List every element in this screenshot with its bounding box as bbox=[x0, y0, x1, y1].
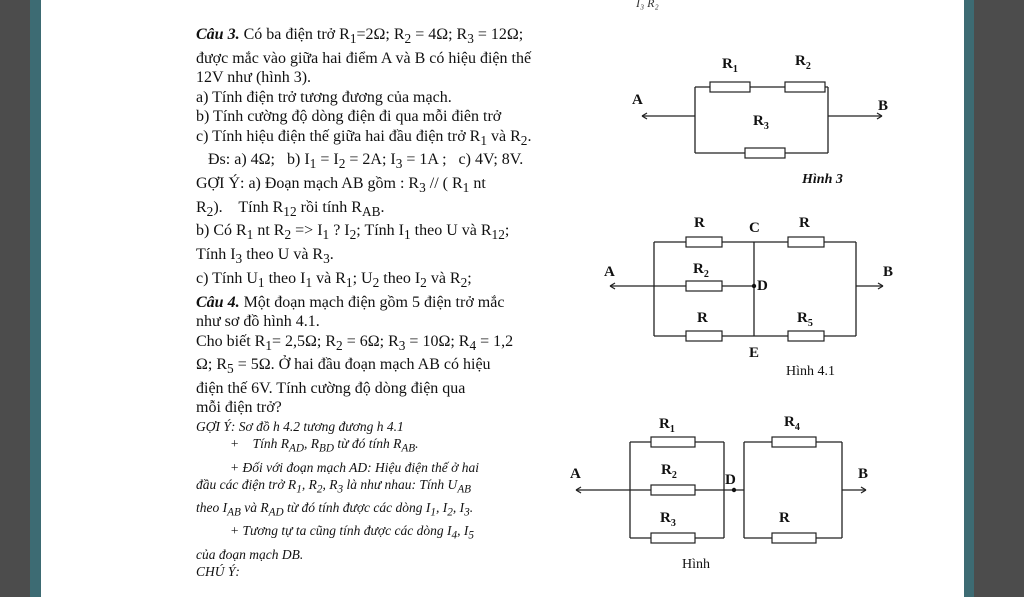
fig41-node-d: D bbox=[757, 278, 768, 294]
fig41-junction-d bbox=[751, 283, 757, 289]
figure-hinh-4-2: R1 R4 A R2 D B R3 R Hình bbox=[566, 410, 886, 580]
hint-line: theo IAB và RAD từ đó tính được các dòng… bbox=[196, 500, 474, 519]
hint-lines: GỢI Ý: Sơ đồ h 4.2 tương đương h 4.1 + Tí… bbox=[196, 418, 626, 581]
fig3-resistor-r3 bbox=[744, 147, 786, 159]
fig41-resistor-top-right bbox=[787, 236, 825, 248]
text-line: Tính I3 theo U và R3. bbox=[196, 246, 334, 267]
fig3-caption: Hình 3 bbox=[801, 172, 843, 187]
fig41-node-c: C bbox=[749, 220, 760, 236]
hint-line: đầu các điện trở R1, R2, R3 là như nhau:… bbox=[196, 477, 472, 496]
text-line: được mắc vào giữa hai điểm A và B có hiệ… bbox=[196, 49, 532, 67]
fig41-node-e: E bbox=[749, 345, 759, 361]
fig41-resistor-r2 bbox=[685, 280, 723, 292]
fig42-label-r4: R4 bbox=[784, 414, 800, 433]
text-line: c) Tính hiệu điện thế giữa hai đầu điện … bbox=[196, 127, 532, 148]
text-line: Câu 3. Có ba điện trở R1=2Ω; R2 = 4Ω; R3… bbox=[196, 26, 524, 47]
figure-hinh-4-1: R C R A R2 D B R R5 E Hình 4.1 bbox=[598, 208, 903, 383]
fig41-wires bbox=[610, 241, 883, 337]
hint-line: GỢI Ý: Sơ đồ h 4.2 tương đương h 4.1 bbox=[196, 418, 404, 434]
text-line: như sơ đồ hình 4.1. bbox=[196, 313, 320, 330]
document-text: Câu 3. Có ba điện trở R1=2Ω; R2 = 4Ω; R3… bbox=[196, 25, 626, 581]
hint-line: CHÚ Ý: bbox=[196, 564, 240, 580]
text-line: a) Tính điện trở tương đương của mạch. bbox=[196, 88, 452, 106]
right-sidebar-accent bbox=[964, 0, 974, 597]
text-line: mỗi điện trở? bbox=[196, 399, 282, 417]
text-line: Đs: a) 4Ω; b) I1 = I2 = 2A; I3 = 1A ; c)… bbox=[196, 151, 524, 172]
top-cropped-label: I₃ R₂ bbox=[636, 0, 659, 10]
fig41-resistor-bottom-left bbox=[685, 330, 723, 342]
fig42-caption: Hình bbox=[682, 557, 710, 572]
fig42-node-a: A bbox=[570, 466, 581, 482]
text-line: GỢI Ý: a) Đoạn mạch AB gồm : R3 // ( R1 … bbox=[196, 175, 486, 196]
fig41-label-r-top-left: R bbox=[694, 215, 705, 231]
hint-line: của đoạn mạch DB. bbox=[196, 546, 304, 562]
figure-hinh-3: R1 R2 A B R3 Hình 3 bbox=[628, 46, 898, 191]
left-sidebar-accent bbox=[30, 0, 41, 597]
fig42-label-r3: R3 bbox=[660, 510, 676, 529]
fig3-label-r3: R3 bbox=[753, 113, 769, 132]
fig3-label-r1: R1 bbox=[722, 56, 738, 75]
fig42-wires bbox=[576, 441, 866, 539]
fig41-label-r-top-right: R bbox=[799, 215, 810, 231]
fig41-resistor-r5 bbox=[787, 330, 825, 342]
text-line: Câu 4. Một đoạn mạch điện gồm 5 điện trở… bbox=[196, 293, 505, 311]
text-line: c) Tính U1 theo I1 và R1; U2 theo I2 và … bbox=[196, 269, 472, 290]
fig42-label-r: R bbox=[779, 510, 790, 526]
fig42-resistor-r bbox=[771, 532, 817, 544]
left-sidebar bbox=[0, 0, 41, 597]
fig3-node-b: B bbox=[878, 98, 888, 114]
hint-line: + Đối với đoạn mạch AD: Hiệu điện thế ở … bbox=[230, 459, 479, 475]
hint-line: + Tương tự ta cũng tính được các dòng I4… bbox=[230, 523, 474, 543]
text-line: b) Tính cường độ dòng điện đi qua mỗi đi… bbox=[196, 108, 502, 126]
fig42-label-r2: R2 bbox=[661, 462, 677, 481]
text-line: 12V như (hình 3). bbox=[196, 69, 312, 87]
text-line: điện thế 6V. Tính cường độ dòng điện qua bbox=[196, 379, 466, 397]
fig3-resistor-r1 bbox=[709, 81, 751, 93]
fig41-label-r2: R2 bbox=[693, 261, 709, 280]
fig41-node-a: A bbox=[604, 264, 615, 280]
fig3-terminals bbox=[641, 112, 883, 120]
right-sidebar bbox=[964, 0, 1024, 597]
fig42-terminals bbox=[575, 486, 867, 494]
fig41-caption: Hình 4.1 bbox=[786, 364, 835, 379]
fig42-junction-d bbox=[731, 487, 737, 493]
hint-line: + Tính RAD, RBD từ đó tính RAB. bbox=[230, 436, 419, 456]
fig41-label-r5: R5 bbox=[797, 310, 813, 329]
text-line: Ω; R5 = 5Ω. Ở hai đầu đoạn mạch AB có hi… bbox=[196, 356, 491, 377]
fig3-resistor-r2 bbox=[784, 81, 826, 93]
text-line: b) Có R1 nt R2 => I1 ? I2; Tính I1 theo … bbox=[196, 222, 510, 243]
fig41-resistor-top-left bbox=[685, 236, 723, 248]
problem-lines: Câu 3. Có ba điện trở R1=2Ω; R2 = 4Ω; R3… bbox=[196, 25, 626, 418]
fig41-label-r-bottom-left: R bbox=[697, 310, 708, 326]
fig42-resistor-r2 bbox=[650, 484, 696, 496]
fig3-node-a: A bbox=[632, 92, 643, 108]
fig42-resistor-r1 bbox=[650, 436, 696, 448]
fig42-resistor-r4 bbox=[771, 436, 817, 448]
fig42-resistor-r3 bbox=[650, 532, 696, 544]
text-line: R2). Tính R12 rồi tính RAB. bbox=[196, 198, 385, 219]
fig3-wires bbox=[642, 86, 882, 154]
fig41-node-b: B bbox=[883, 264, 893, 280]
fig42-node-d: D bbox=[725, 472, 736, 488]
fig42-label-r1: R1 bbox=[659, 416, 675, 435]
text-line: Cho biết R1= 2,5Ω; R2 = 6Ω; R3 = 10Ω; R4… bbox=[196, 332, 514, 353]
fig42-node-b: B bbox=[858, 466, 868, 482]
fig3-label-r2: R2 bbox=[795, 53, 811, 72]
document-page bbox=[41, 0, 964, 597]
fig41-terminals bbox=[609, 282, 884, 290]
